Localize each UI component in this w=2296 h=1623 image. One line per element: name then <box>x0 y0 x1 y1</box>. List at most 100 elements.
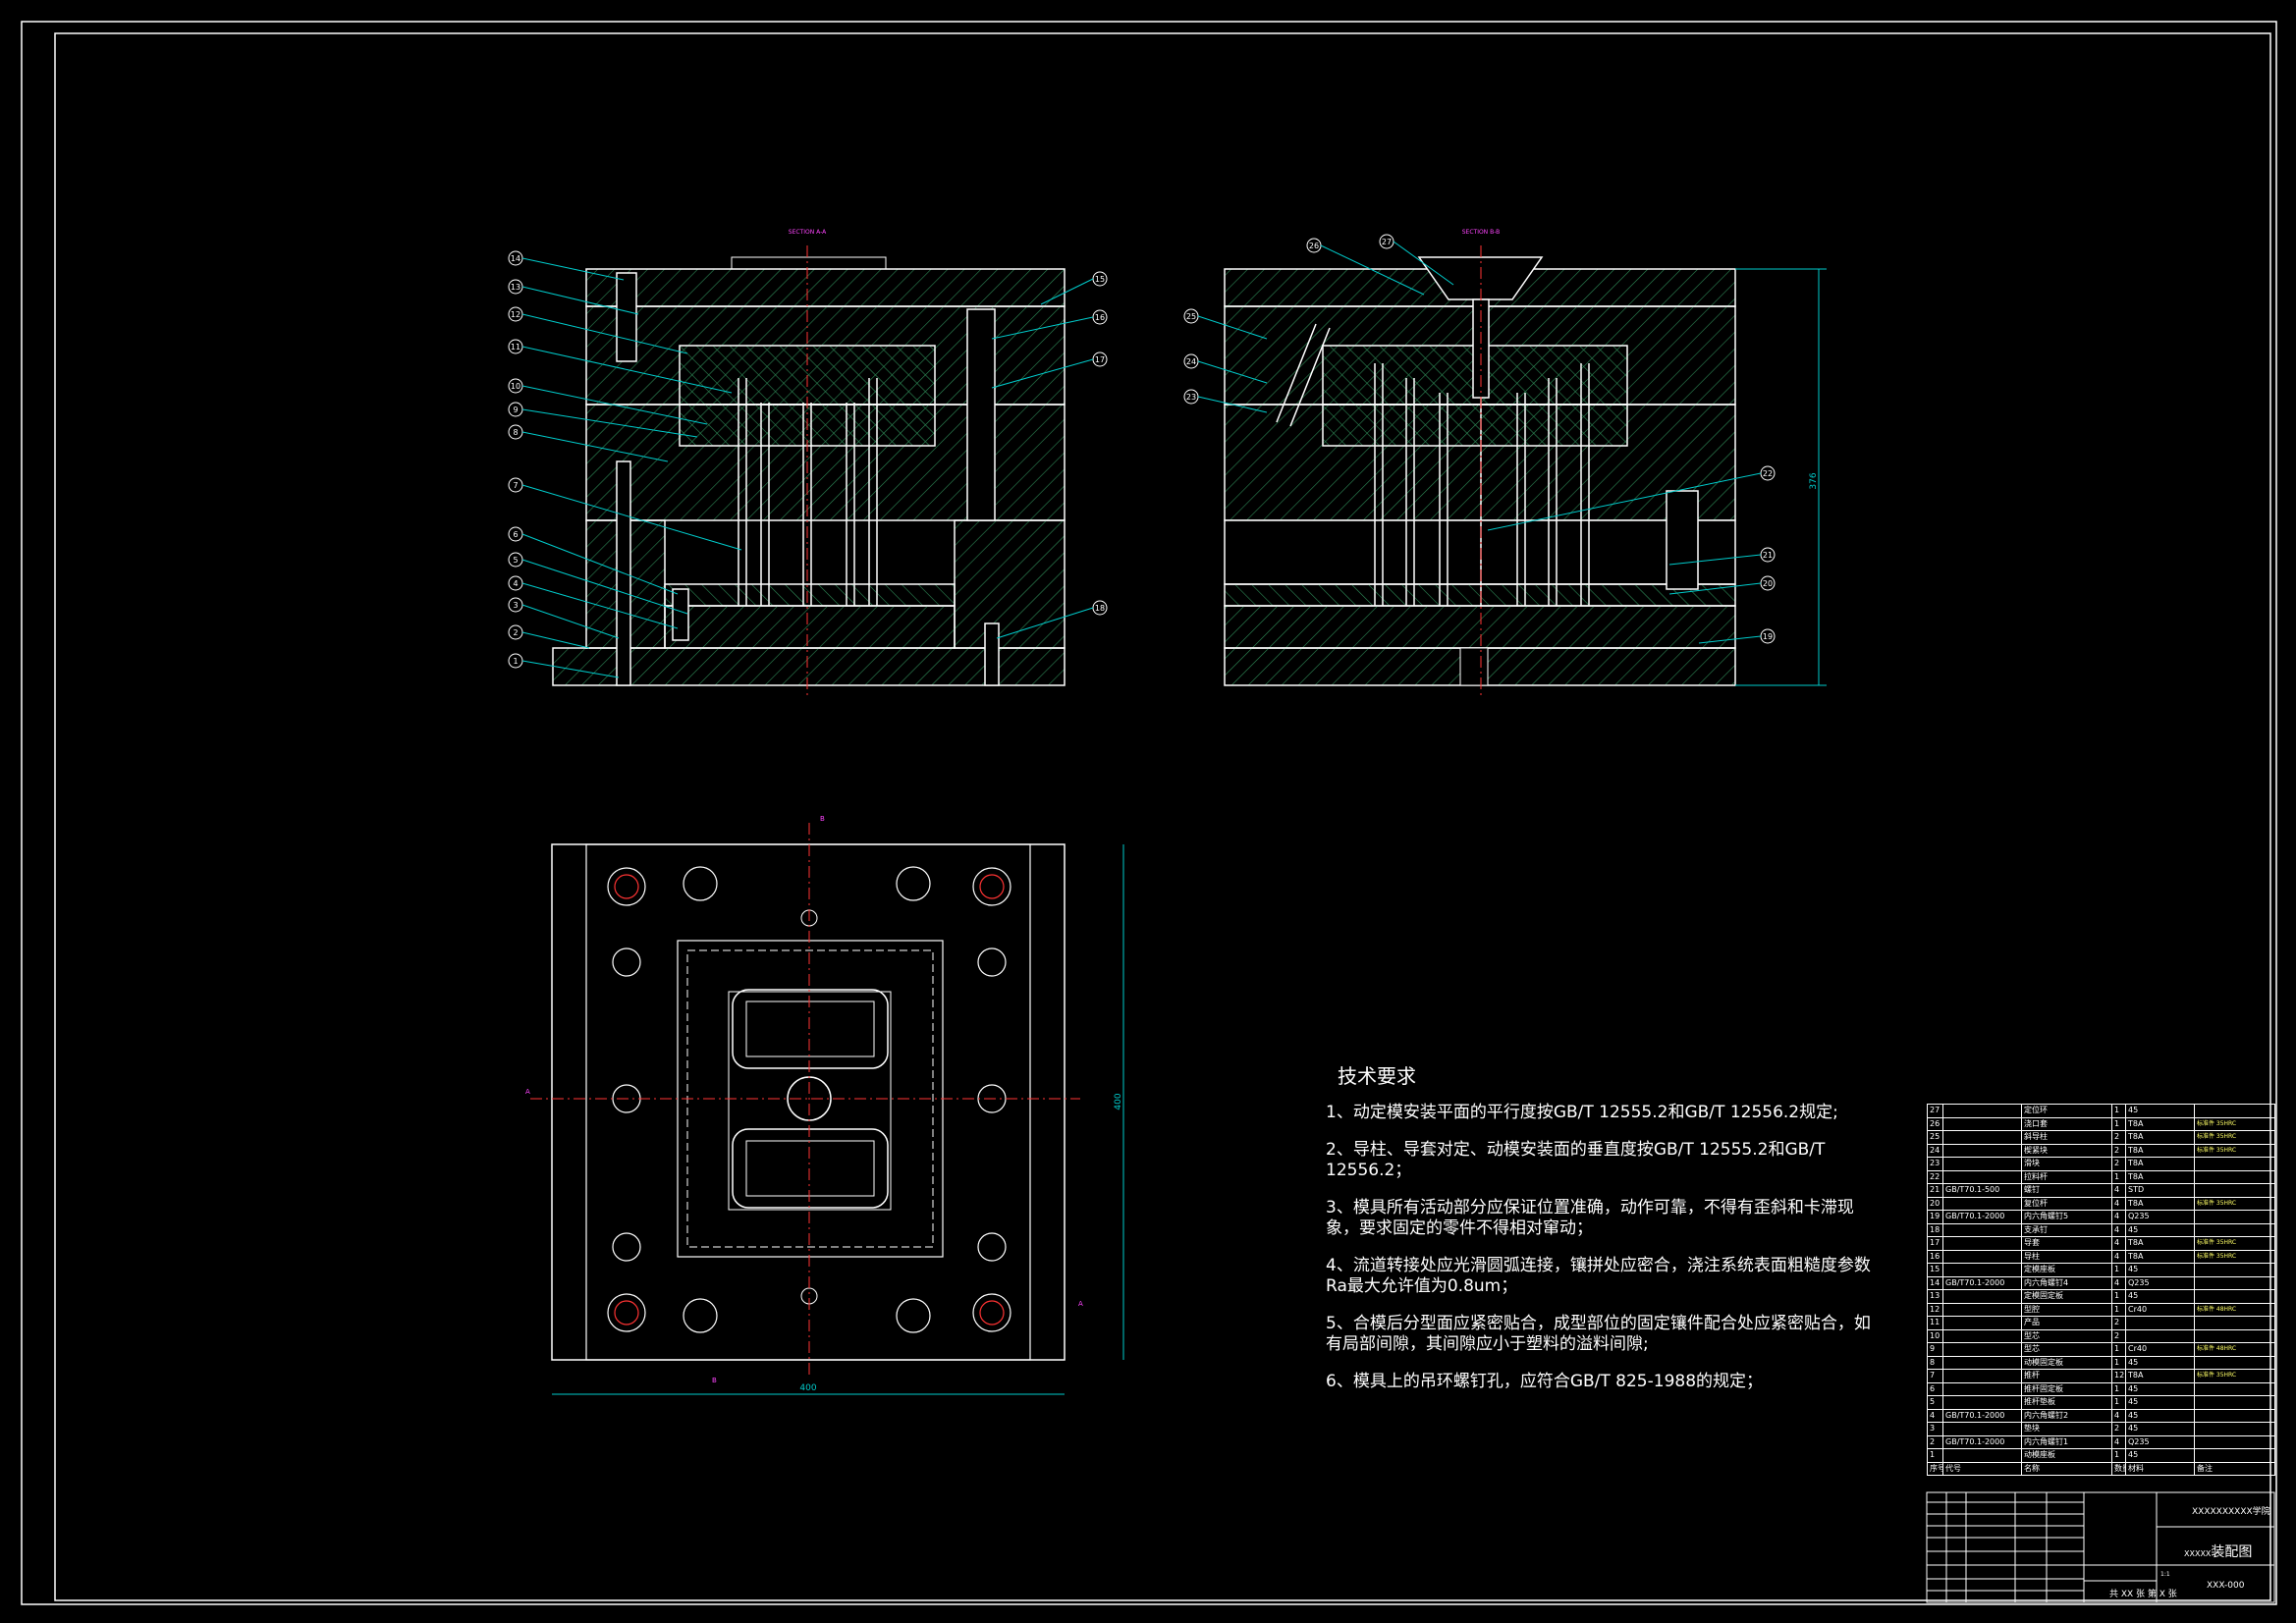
bom-cell-note: 标准件 48HRC <box>2194 1302 2275 1317</box>
bom-cell-qty: 2 <box>2111 1328 2126 1343</box>
bom-cell-no: 1 <box>1927 1448 1943 1463</box>
bom-cell-name: 推杆固定板 <box>2021 1381 2112 1396</box>
tech-line-1: 1、动定模安装平面的平行度按GB/T 12555.2和GB/T 12556.2规… <box>1326 1103 1838 1122</box>
bom-cell-qty: 1 <box>2111 1395 2126 1410</box>
bom-cell-code: GB/T70.1-2000 <box>1942 1210 2022 1224</box>
bom-cell-no: 5 <box>1927 1395 1943 1410</box>
bom-cell-code: GB/T70.1-2000 <box>1942 1434 2022 1449</box>
bom-cell-mat <box>2125 1316 2195 1330</box>
bom-cell-qty: 4 <box>2111 1275 2126 1290</box>
bom-cell-no: 25 <box>1927 1130 1943 1145</box>
bom-cell-code <box>1942 1369 2022 1383</box>
svg-text:25: 25 <box>1186 312 1196 321</box>
bom-cell-qty: 1 <box>2111 1355 2126 1370</box>
bom-cell-note <box>2194 1169 2275 1184</box>
bom-cell-name: 产品 <box>2021 1316 2112 1330</box>
bom-cell-note <box>2194 1395 2275 1410</box>
bom-cell-note <box>2194 1316 2275 1330</box>
bom-cell-name: 复位杆 <box>2021 1196 2112 1211</box>
bom-cell-code <box>1942 1355 2022 1370</box>
svg-text:21: 21 <box>1763 551 1773 560</box>
bom-cell-code: GB/T70.1-2000 <box>1942 1408 2022 1423</box>
bom-cell-no: 13 <box>1927 1289 1943 1304</box>
bom-cell-name: 浇口套 <box>2021 1116 2112 1131</box>
bom-cell-name: 型芯 <box>2021 1328 2112 1343</box>
bom-cell-no: 3 <box>1927 1422 1943 1436</box>
bom-cell-no: 2 <box>1927 1434 1943 1449</box>
bom-cell-note: 标准件 35HRC <box>2194 1116 2275 1131</box>
bom-cell-qty: 1 <box>2111 1169 2126 1184</box>
bom-cell-mat: 45 <box>2125 1263 2195 1277</box>
bom-cell-mat: Q235 <box>2125 1275 2195 1290</box>
bom-cell-qty: 4 <box>2111 1434 2126 1449</box>
bom-cell-name: 动模座板 <box>2021 1448 2112 1463</box>
bom-cell-qty: 4 <box>2111 1236 2126 1251</box>
bom-cell-no: 23 <box>1927 1157 1943 1171</box>
bom-cell-note <box>2194 1434 2275 1449</box>
inner-border <box>54 32 2271 1601</box>
svg-text:8: 8 <box>513 428 518 437</box>
bom-cell-code <box>1942 1263 2022 1277</box>
dim-top-view-width: 400 <box>799 1383 816 1393</box>
svg-text:6: 6 <box>513 530 518 539</box>
bom-cell-no: 19 <box>1927 1210 1943 1224</box>
svg-text:7: 7 <box>513 481 518 490</box>
bom-cell-no: 10 <box>1927 1328 1943 1343</box>
bom-cell-code <box>1942 1196 2022 1211</box>
svg-text:19: 19 <box>1763 632 1773 641</box>
bom-cell-qty: 1 <box>2111 1381 2126 1396</box>
bom-cell-note <box>2194 1183 2275 1198</box>
bom-cell-name: 定位环 <box>2021 1104 2112 1118</box>
svg-text:22: 22 <box>1763 469 1773 478</box>
bom-cell-mat: T8A <box>2125 1236 2195 1251</box>
bom-cell-name: 型芯 <box>2021 1342 2112 1357</box>
technical-requirements: 技术要求 1、动定模安装平面的平行度按GB/T 12555.2和GB/T 125… <box>1326 1060 1876 1409</box>
section-label-left: SECTION A-A <box>789 229 827 236</box>
bom-cell-mat: T8A <box>2125 1196 2195 1211</box>
section-label-right: SECTION B-B <box>1462 229 1501 236</box>
bom-cell-name: 支承钉 <box>2021 1222 2112 1237</box>
svg-text:A: A <box>525 1088 530 1096</box>
bom-cell-no: 12 <box>1927 1302 1943 1317</box>
bom-cell-qty: 1 <box>2111 1289 2126 1304</box>
bom-cell-qty: 2 <box>2111 1157 2126 1171</box>
svg-text:23: 23 <box>1186 393 1196 402</box>
bom-cell-name: 拉料杆 <box>2021 1169 2112 1184</box>
bom-cell-name: 楔紧块 <box>2021 1143 2112 1158</box>
bom-cell-no: 6 <box>1927 1381 1943 1396</box>
bom-cell-qty: 2 <box>2111 1143 2126 1158</box>
bom-cell-note: 标准件 35HRC <box>2194 1130 2275 1145</box>
callouts-right-column: 15 16 17 18 <box>1092 271 1108 616</box>
svg-text:14: 14 <box>511 254 520 263</box>
bom-cell-mat: T8A <box>2125 1369 2195 1383</box>
bom-cell-mat: 45 <box>2125 1422 2195 1436</box>
bom-cell-name: 滑块 <box>2021 1157 2112 1171</box>
dim-top-view-height: 400 <box>1114 1093 1123 1109</box>
svg-text:B: B <box>820 815 825 823</box>
svg-text:11: 11 <box>511 343 520 352</box>
bom-cell-code <box>1942 1342 2022 1357</box>
bom-cell-mat: STD <box>2125 1183 2195 1198</box>
bom-cell-qty: 4 <box>2111 1222 2126 1237</box>
scale: 1:1 <box>2160 1571 2170 1578</box>
bom-cell-no: 4 <box>1927 1408 1943 1423</box>
bom-cell-qty: 1 <box>2111 1448 2126 1463</box>
bom-cell-note <box>2194 1275 2275 1290</box>
svg-text:18: 18 <box>1095 604 1105 613</box>
bom-cell-qty: 1 <box>2111 1342 2126 1357</box>
title-block: XXXXXXXXXX学院 XXXXX装配图 XXX-000 共 XX 张 第 X… <box>1927 1492 2274 1602</box>
